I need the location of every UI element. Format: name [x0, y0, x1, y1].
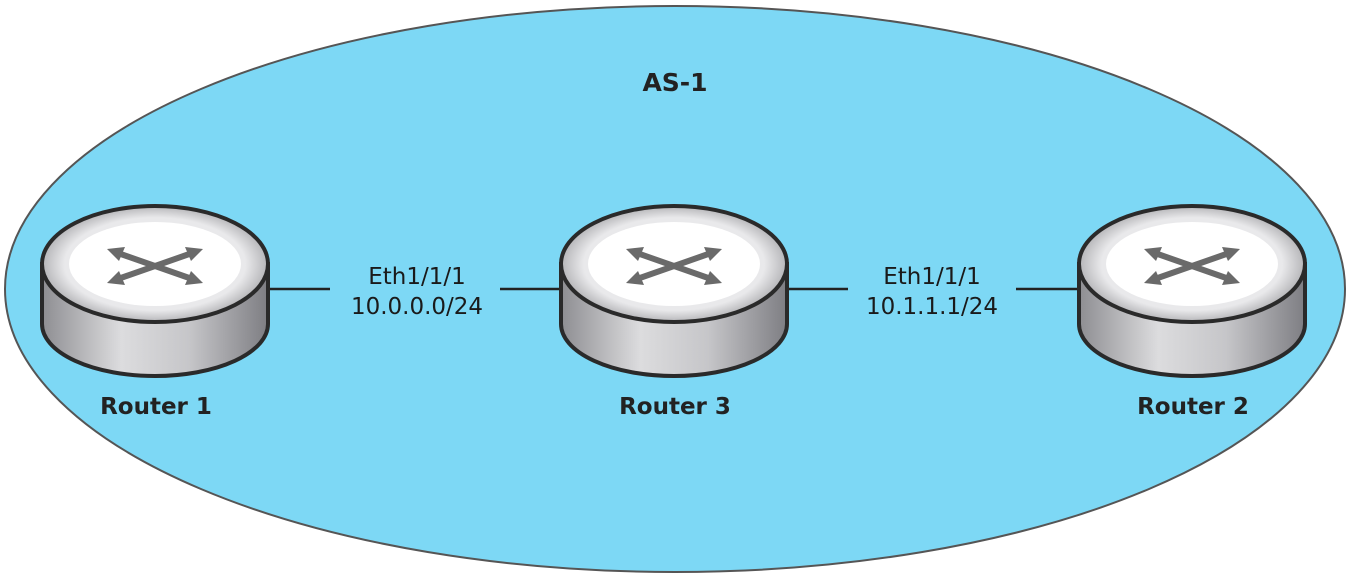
router-3-label: Router 3: [619, 394, 731, 420]
router-3[interactable]: [559, 204, 789, 378]
as-label: AS-1: [642, 68, 708, 97]
link-label-router1-router3: Eth1/1/1 10.0.0.0/24: [307, 262, 527, 322]
interface-name: Eth1/1/1: [883, 264, 981, 290]
network-address: 10.0.0.0/24: [350, 294, 484, 320]
link-label-router3-router2: Eth1/1/1 10.1.1.1/24: [822, 262, 1042, 322]
router-2-label: Router 2: [1137, 394, 1249, 420]
router-1[interactable]: [40, 204, 270, 378]
router-1-label: Router 1: [100, 394, 212, 420]
interface-name: Eth1/1/1: [368, 264, 466, 290]
router-2[interactable]: [1077, 204, 1307, 378]
network-address: 10.1.1.1/24: [865, 294, 999, 320]
